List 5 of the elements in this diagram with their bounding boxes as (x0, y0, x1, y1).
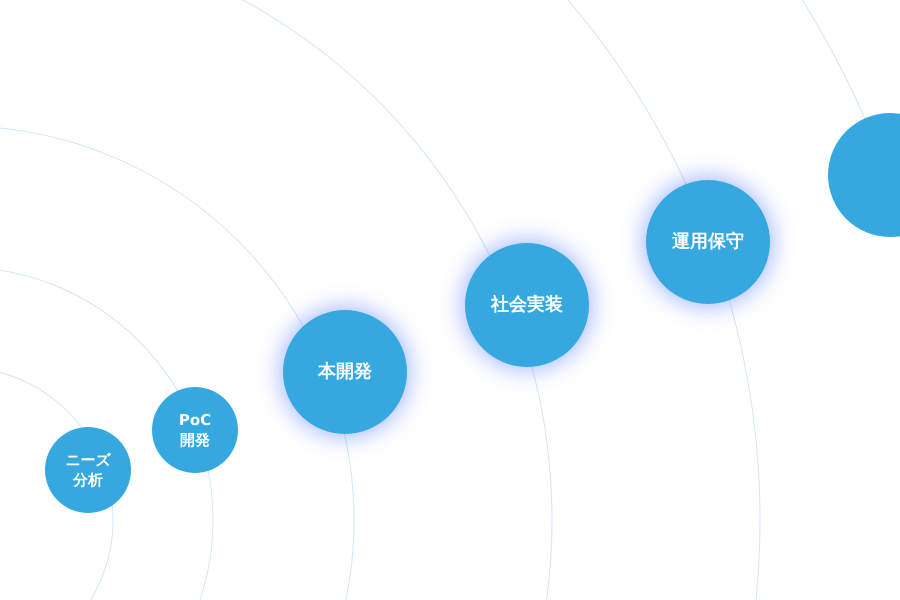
stage-label: 本開発 (316, 360, 373, 384)
stage-label: PoC開発 (178, 410, 212, 450)
stage-label: 運用保守 (671, 230, 745, 254)
stage-label: 社会実装 (490, 292, 564, 317)
stage-label: ニーズ分析 (64, 450, 112, 490)
